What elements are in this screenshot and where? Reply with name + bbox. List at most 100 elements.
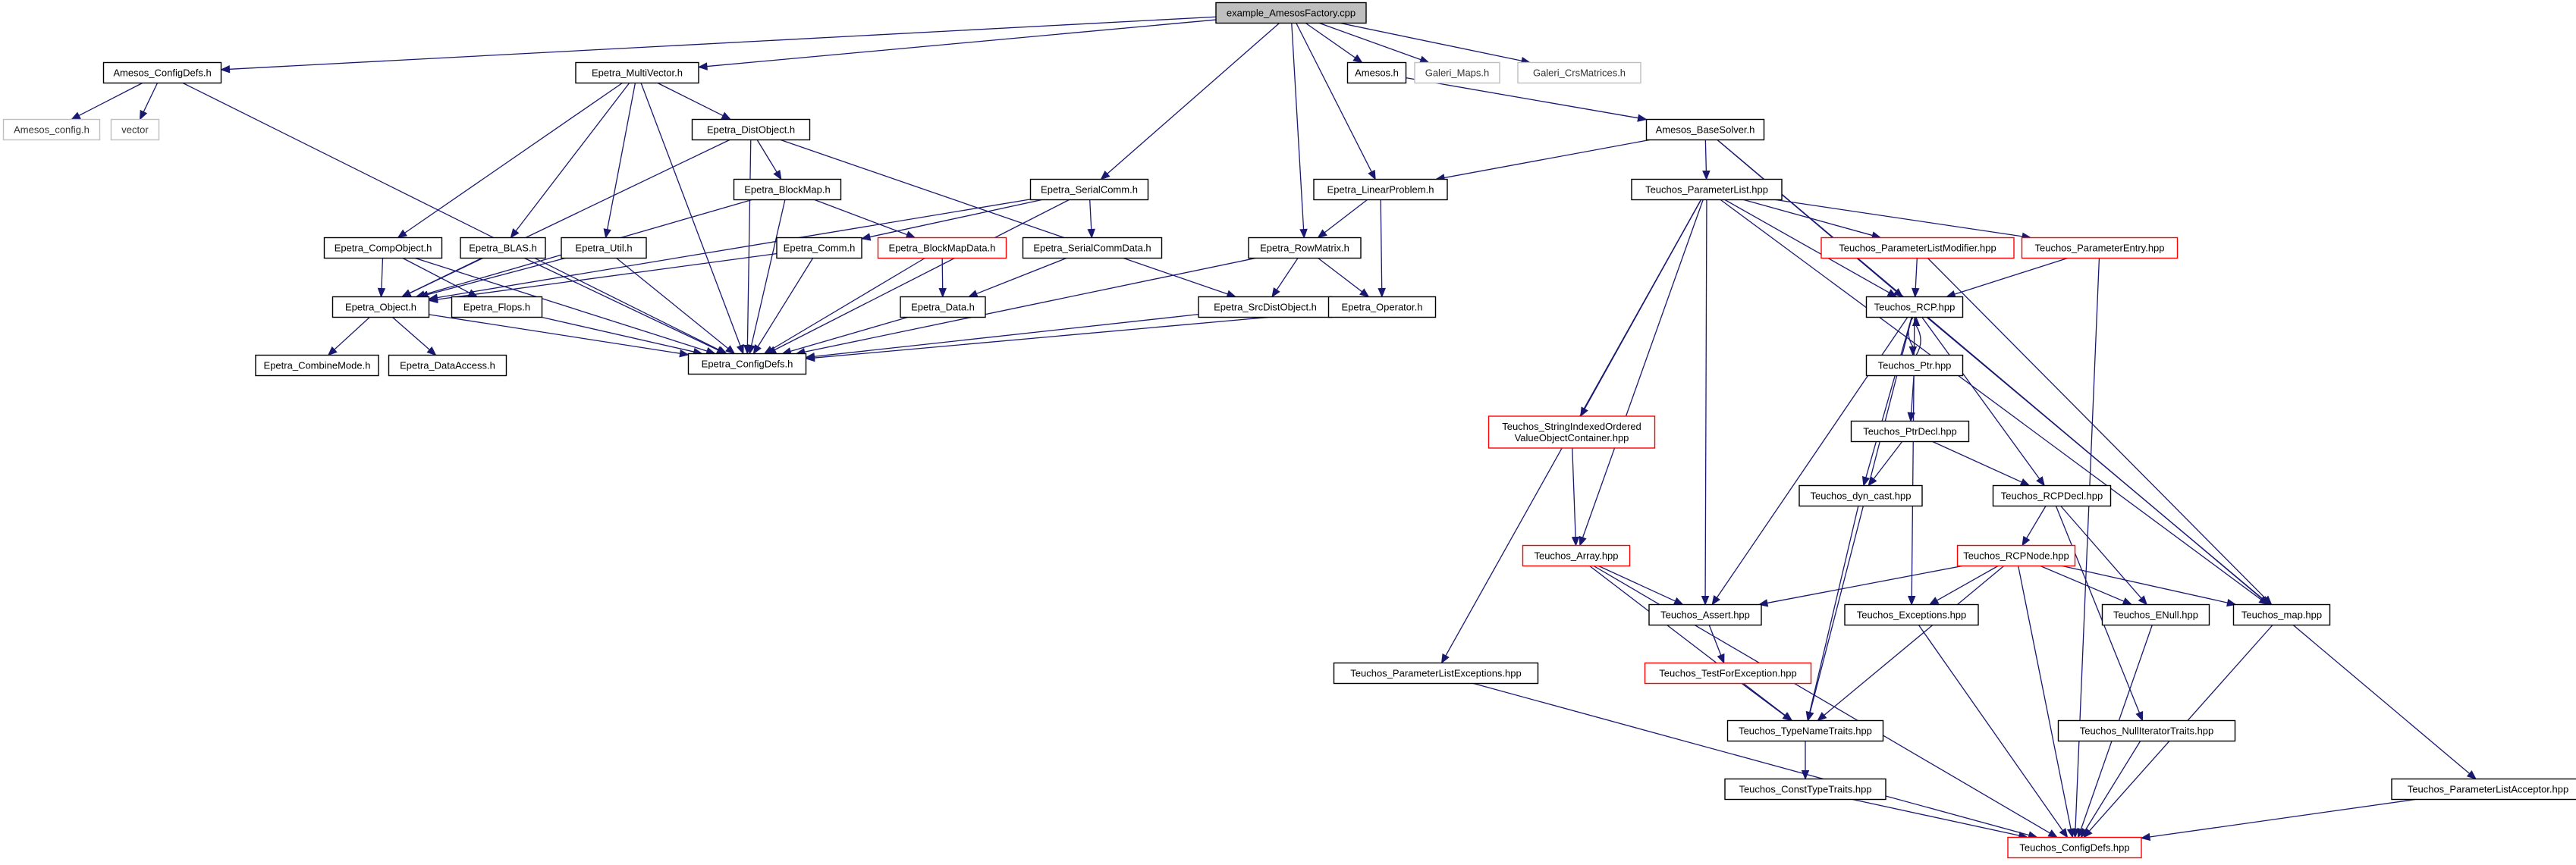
edge-teuchos_parameterlist-to-teuchos_array	[1579, 199, 1704, 547]
node-label: Amesos_ConfigDefs.h	[113, 67, 211, 79]
edge-epetra_util-to-epetra_configdefs	[616, 257, 736, 355]
node-label: Teuchos_ParameterListAcceptor.hpp	[2408, 784, 2568, 795]
node-epetra-dataaccess[interactable]: Epetra_DataAccess.h	[388, 354, 507, 377]
node-epetra-multivector[interactable]: Epetra_MultiVector.h	[575, 61, 699, 84]
node-teuchos-consttypetraits[interactable]: Teuchos_ConstTypeTraits.hpp	[1724, 778, 1886, 801]
edge-root-to-epetra_rowmatrix	[1291, 23, 1308, 239]
node-teuchos-nulliteratortraits[interactable]: Teuchos_NullIteratorTraits.hpp	[2057, 719, 2236, 742]
edge-root-to-galeri_maps	[1319, 22, 1430, 64]
node-epetra-blockmap[interactable]: Epetra_BlockMap.h	[733, 178, 842, 201]
node-teuchos-ptrdecl[interactable]: Teuchos_PtrDecl.hpp	[1850, 420, 1970, 443]
node-teuchos-typenametraits[interactable]: Teuchos_TypeNameTraits.hpp	[1726, 719, 1884, 742]
node-label: Galeri_Maps.h	[1425, 67, 1490, 79]
node-epetra-compobject[interactable]: Epetra_CompObject.h	[323, 237, 443, 259]
node-epetra-util[interactable]: Epetra_Util.h	[561, 237, 647, 259]
node-epetra-combinemode[interactable]: Epetra_CombineMode.h	[255, 354, 379, 377]
node-epetra-configdefs[interactable]: Epetra_ConfigDefs.h	[687, 353, 807, 375]
node-teuchos-map[interactable]: Teuchos_map.hpp	[2232, 603, 2331, 626]
node-teuchos-placceptor[interactable]: Teuchos_ParameterListAcceptor.hpp	[2391, 778, 2576, 801]
edge-teuchos_ptrdecl-to-teuchos_rcpdecl	[1932, 440, 2031, 487]
edge-teuchos_rcpnode-to-teuchos_exceptions	[1928, 565, 1999, 606]
node-teuchos-exceptions[interactable]: Teuchos_Exceptions.hpp	[1844, 603, 1979, 626]
node-teuchos-configdefs[interactable]: Teuchos_ConfigDefs.hpp	[2007, 836, 2142, 859]
node-label: Teuchos_TypeNameTraits.hpp	[1739, 726, 1872, 737]
node-label: Epetra_CombineMode.h	[264, 360, 371, 371]
node-teuchos-rcpdecl[interactable]: Teuchos_RCPDecl.hpp	[1992, 484, 2112, 507]
node-label: Teuchos_Assert.hpp	[1660, 610, 1750, 621]
node-epetra-srcdistobject[interactable]: Epetra_SrcDistObject.h	[1198, 296, 1333, 318]
node-label: Epetra_LinearProblem.h	[1327, 184, 1434, 196]
node-teuchos-testforexception[interactable]: Teuchos_TestForException.hpp	[1644, 662, 1812, 685]
edge-teuchos_dyncast-to-teuchos_typenametraits	[1805, 506, 1859, 722]
edge-epetra_operator-to-epetra_configdefs	[805, 311, 1329, 362]
node-galeri-maps: Galeri_Maps.h	[1414, 61, 1500, 84]
node-label: Teuchos_dyn_cast.hpp	[1811, 490, 1912, 502]
node-teuchos-parameterlist[interactable]: Teuchos_ParameterList.hpp	[1631, 178, 1783, 201]
node-epetra-serialcommdata[interactable]: Epetra_SerialCommData.h	[1022, 237, 1163, 259]
node-epetra-blockmapdata[interactable]: Epetra_BlockMapData.h	[877, 237, 1007, 259]
node-epetra-operator[interactable]: Epetra_Operator.h	[1327, 296, 1437, 318]
edges-layer	[71, 16, 2477, 841]
edge-epetra_serialcommdata-to-epetra_data	[967, 257, 1067, 298]
node-teuchos-rcp[interactable]: Teuchos_RCP.hpp	[1865, 296, 1964, 318]
edge-epetra_distobject-to-epetra_srcdistobject	[780, 139, 1237, 298]
edge-teuchos_array-to-teuchos_configdefs	[1593, 565, 2059, 838]
edge-root-to-epetra_multivector	[697, 19, 1217, 71]
node-epetra-serialcomm[interactable]: Epetra_SerialComm.h	[1029, 178, 1149, 201]
node-amesos-configdefs[interactable]: Amesos_ConfigDefs.h	[102, 61, 222, 84]
node-label: vector	[121, 124, 149, 136]
node-teuchos-ptr[interactable]: Teuchos_Ptr.hpp	[1865, 354, 1964, 377]
edge-teuchos_rcpnode-to-teuchos_map	[2062, 565, 2237, 607]
edge-teuchos_nulliteratortraits-to-teuchos_configdefs	[2080, 741, 2141, 838]
edge-teuchos_parameterlist-to-teuchos_assert	[1701, 199, 1710, 606]
node-teuchos-rcpnode[interactable]: Teuchos_RCPNode.hpp	[1956, 544, 2076, 567]
node-label: Epetra_DataAccess.h	[400, 360, 495, 371]
node-epetra-distobject[interactable]: Epetra_DistObject.h	[691, 118, 811, 141]
node-amesos-basesolver[interactable]: Amesos_BaseSolver.h	[1645, 118, 1765, 141]
node-teuchos-array[interactable]: Teuchos_Array.hpp	[1522, 544, 1631, 567]
node-label: Teuchos_Exceptions.hpp	[1857, 610, 1967, 621]
edge-epetra_serialcomm-to-epetra_comm	[860, 199, 1042, 241]
node-label: Teuchos_Array.hpp	[1534, 550, 1618, 562]
edge-epetra_comm-to-epetra_configdefs	[752, 258, 814, 355]
node-label: Amesos.h	[1355, 67, 1399, 79]
node-teuchos-plexceptions[interactable]: Teuchos_ParameterListExceptions.hpp	[1333, 662, 1539, 685]
node-epetra-blas[interactable]: Epetra_BLAS.h	[460, 237, 546, 259]
node-epetra-data[interactable]: Epetra_Data.h	[900, 296, 986, 318]
node-epetra-object[interactable]: Epetra_Object.h	[331, 296, 430, 318]
edge-epetra_rowmatrix-to-epetra_operator	[1318, 257, 1370, 298]
edge-teuchos_ptrdecl-to-teuchos_dyncast	[1868, 441, 1903, 487]
edge-teuchos_parameterlist-to-teuchos_parameterentry	[1775, 199, 2032, 240]
node-label: Epetra_Util.h	[575, 243, 632, 254]
node-label: Epetra_Comm.h	[784, 243, 856, 254]
edge-epetra_object-to-epetra_dataaccess	[392, 317, 437, 356]
node-epetra-flops[interactable]: Epetra_Flops.h	[451, 296, 543, 318]
node-teuchos-assert[interactable]: Teuchos_Assert.hpp	[1648, 603, 1762, 626]
edge-teuchos_assert-to-teuchos_testforexception	[1708, 625, 1725, 664]
edge-root-to-epetra_linearproblem	[1296, 23, 1376, 180]
node-label: Teuchos_ENull.hpp	[2113, 610, 2198, 621]
node-label: Epetra_Data.h	[911, 302, 975, 313]
node-label: Epetra_DistObject.h	[707, 124, 795, 136]
node-amesos-h[interactable]: Amesos.h	[1346, 61, 1407, 84]
node-teuchos-sioc[interactable]: Teuchos_StringIndexedOrderedValueObjectC…	[1487, 415, 1656, 449]
edge-epetra_object-to-epetra_combinemode	[327, 317, 370, 356]
node-epetra-comm[interactable]: Epetra_Comm.h	[776, 237, 862, 259]
node-teuchos-dyncast[interactable]: Teuchos_dyn_cast.hpp	[1798, 484, 1923, 507]
node-teuchos-plmodifier[interactable]: Teuchos_ParameterListModifier.hpp	[1820, 237, 2015, 259]
node-label: Epetra_MultiVector.h	[592, 67, 683, 79]
node-label: Epetra_Flops.h	[463, 302, 530, 313]
node-label: Teuchos_Ptr.hpp	[1878, 360, 1952, 371]
edge-teuchos_array-to-teuchos_assert	[1598, 565, 1684, 606]
node-teuchos-enull[interactable]: Teuchos_ENull.hpp	[2101, 603, 2210, 626]
edge-epetra_blockmap-to-epetra_configdefs	[747, 199, 786, 355]
node-label: ValueObjectContainer.hpp	[1515, 432, 1629, 443]
node-epetra-rowmatrix[interactable]: Epetra_RowMatrix.h	[1248, 237, 1362, 259]
edge-amesos_h-to-amesos_basesolver	[1406, 77, 1648, 122]
node-epetra-linearproblem[interactable]: Epetra_LinearProblem.h	[1313, 178, 1448, 201]
node-teuchos-parameterentry[interactable]: Teuchos_ParameterEntry.hpp	[2021, 237, 2179, 259]
node-root[interactable]: example_AmesosFactory.cpp	[1215, 2, 1367, 24]
node-label: Epetra_RowMatrix.h	[1260, 243, 1349, 254]
edge-epetra_serialcomm-to-epetra_serialcommdata	[1087, 199, 1095, 239]
node-label: Epetra_BLAS.h	[469, 243, 537, 254]
